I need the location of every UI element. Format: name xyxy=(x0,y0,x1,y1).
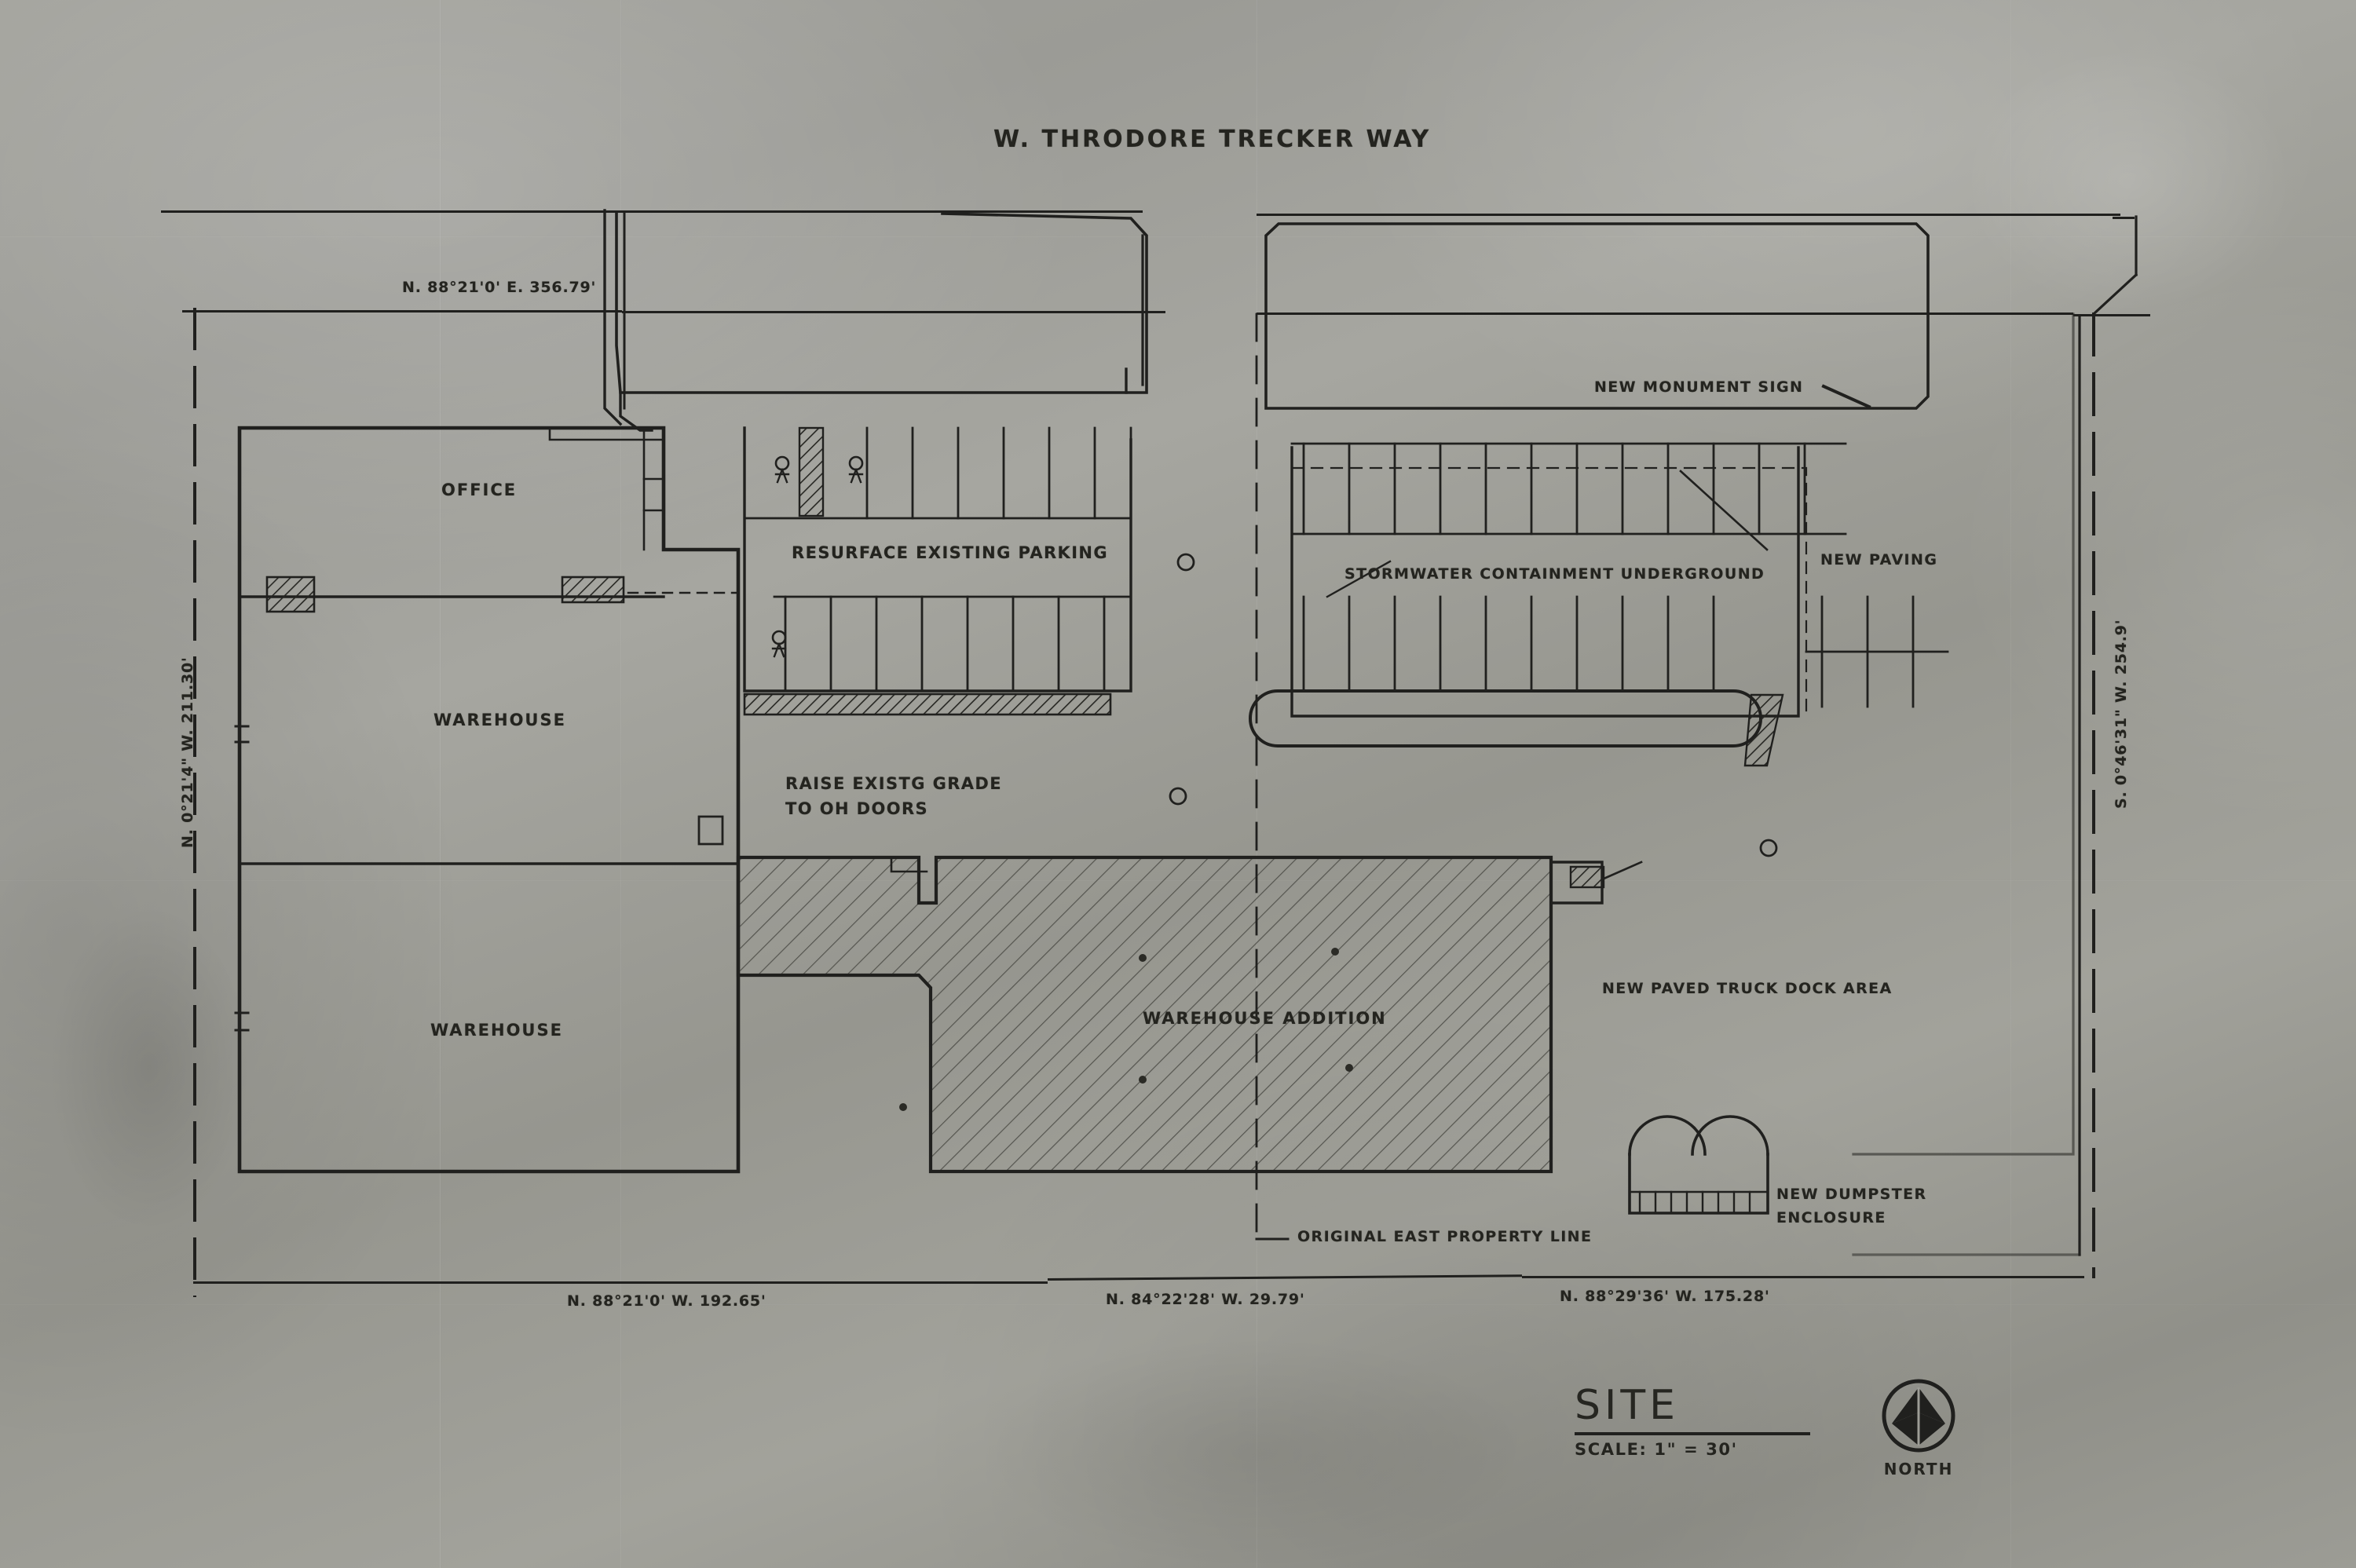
label-warehouse-lower: WAREHOUSE xyxy=(430,1021,563,1040)
bearing-west: N. 0°21'4" W. 211.30' xyxy=(179,656,196,848)
north-property-line xyxy=(2073,314,2150,316)
paper-crease xyxy=(0,236,2356,237)
paper-crease xyxy=(440,0,441,1568)
label-raise-grade-line2: TO OH DOORS xyxy=(785,799,929,818)
south-property-line-mid xyxy=(1047,1274,1522,1281)
bearing-south-west: N. 88°21'0' W. 192.65' xyxy=(567,1292,766,1310)
label-monument-sign: NEW MONUMENT SIGN xyxy=(1594,378,1804,396)
label-stormwater: STORMWATER CONTAINMENT UNDERGROUND xyxy=(1344,565,1765,583)
bearing-north: N. 88°21'0' E. 356.79' xyxy=(402,279,597,296)
road-edge-line xyxy=(1257,214,2120,216)
paper-smudge xyxy=(47,903,251,1233)
paper-crease xyxy=(2010,0,2012,1568)
west-property-line xyxy=(193,308,196,1297)
south-property-line-west xyxy=(193,1281,1048,1284)
north-property-line xyxy=(1257,313,2073,315)
road-edge-line xyxy=(609,210,1143,213)
label-new-paving: NEW PAVING xyxy=(1820,551,1938,568)
paper-smudge xyxy=(982,1335,1531,1568)
bearing-south-east: N. 88°29'36' W. 175.28' xyxy=(1560,1288,1770,1305)
south-property-line-east xyxy=(1522,1276,2084,1278)
north-arrow: NORTH xyxy=(1881,1378,1956,1478)
label-dumpster-line2: ENCLOSURE xyxy=(1776,1209,1886,1226)
paper-crease xyxy=(1257,0,1258,1568)
label-raise-grade-line1: RAISE EXISTG GRADE xyxy=(785,774,1003,793)
road-name-label: W. THRODORE TRECKER WAY xyxy=(993,126,1432,153)
north-property-line xyxy=(622,311,1165,313)
label-resurface-parking: RESURFACE EXISTING PARKING xyxy=(792,543,1109,562)
title-underline xyxy=(1575,1432,1810,1435)
label-truck-dock: NEW PAVED TRUCK DOCK AREA xyxy=(1602,980,1893,997)
bearing-east: S. 0°46'31" W. 254.9' xyxy=(2113,619,2130,809)
label-warehouse-upper: WAREHOUSE xyxy=(434,711,566,729)
label-warehouse-addition: WAREHOUSE ADDITION xyxy=(1143,1009,1387,1028)
label-dumpster-line1: NEW DUMPSTER xyxy=(1776,1186,1927,1203)
drawing-scale: SCALE: 1" = 30' xyxy=(1575,1440,1738,1459)
title-block: SITE SCALE: 1" = 30' xyxy=(1575,1382,1810,1459)
drawing-name: SITE xyxy=(1575,1382,1679,1429)
north-property-line xyxy=(182,310,622,313)
label-original-property-line: ORIGINAL EAST PROPERTY LINE xyxy=(1297,1228,1593,1245)
bearing-south-mid: N. 84°22'28' W. 29.79' xyxy=(1106,1291,1305,1308)
road-edge-line xyxy=(2113,217,2135,219)
road-edge-line xyxy=(161,210,609,213)
label-office: OFFICE xyxy=(441,481,518,499)
paper-crease xyxy=(0,879,2356,881)
paper-crease xyxy=(620,0,622,1568)
north-label: NORTH xyxy=(1883,1460,1954,1478)
paper-highlight xyxy=(1963,47,2293,314)
north-arrow-icon xyxy=(1882,1379,1955,1453)
east-property-line xyxy=(2092,313,2095,1278)
